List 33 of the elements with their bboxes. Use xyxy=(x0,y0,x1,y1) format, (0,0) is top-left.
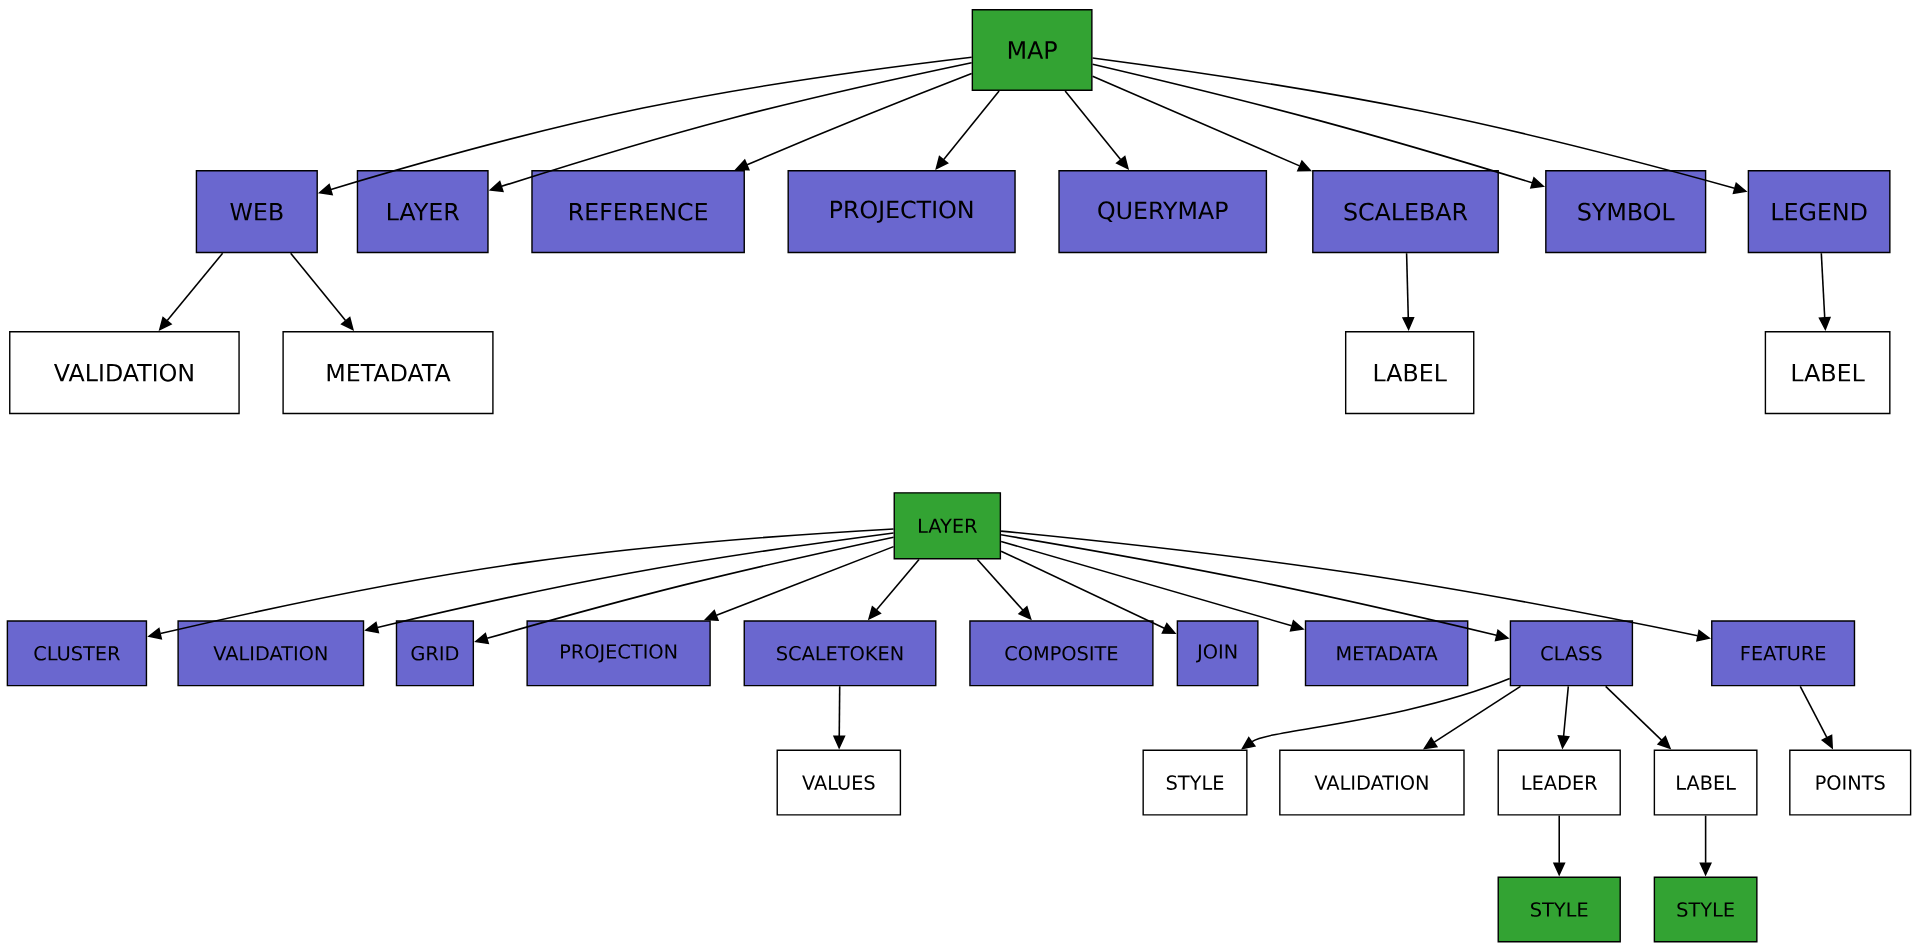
block-box: FEATURE xyxy=(1711,620,1856,687)
block-box: PROJECTION xyxy=(526,620,711,687)
leaf-box: LEADER xyxy=(1497,749,1621,816)
block-box: CLASS xyxy=(1509,620,1634,687)
leaf-box: METADATA xyxy=(282,331,494,415)
block-box: QUERYMAP xyxy=(1058,170,1268,254)
block-box: JOIN xyxy=(1176,620,1259,687)
block-box: VALIDATION xyxy=(177,620,365,687)
leaf-box: LABEL xyxy=(1764,331,1891,415)
block-box: LAYER xyxy=(356,170,489,254)
arrow xyxy=(1241,677,1511,750)
block-box: SCALETOKEN xyxy=(743,620,937,687)
leaf-box: LABEL xyxy=(1344,331,1475,415)
root-box: LAYER xyxy=(893,492,1002,560)
leaf-box: VALIDATION xyxy=(1279,749,1465,816)
root-box: STYLE xyxy=(1497,876,1621,943)
block-box: CLUSTER xyxy=(6,620,148,687)
leaf-box: STYLE xyxy=(1142,749,1248,816)
block-box: REFERENCE xyxy=(531,170,745,254)
block-box: PROJECTION xyxy=(787,170,1016,254)
block-box: SYMBOL xyxy=(1545,170,1707,254)
block-box: WEB xyxy=(195,170,318,254)
block-box: SCALEBAR xyxy=(1312,170,1499,254)
root-box: MAP xyxy=(971,9,1093,91)
block-box: LEGEND xyxy=(1747,170,1891,254)
leaf-box: POINTS xyxy=(1789,749,1912,816)
leaf-box: LABEL xyxy=(1653,749,1758,816)
block-box: COMPOSITE xyxy=(969,620,1154,687)
block-box: GRID xyxy=(395,620,475,687)
leaf-box: VALIDATION xyxy=(9,331,240,415)
root-box: STYLE xyxy=(1653,876,1758,943)
leaf-box: VALUES xyxy=(776,749,902,816)
block-box: METADATA xyxy=(1304,620,1469,687)
